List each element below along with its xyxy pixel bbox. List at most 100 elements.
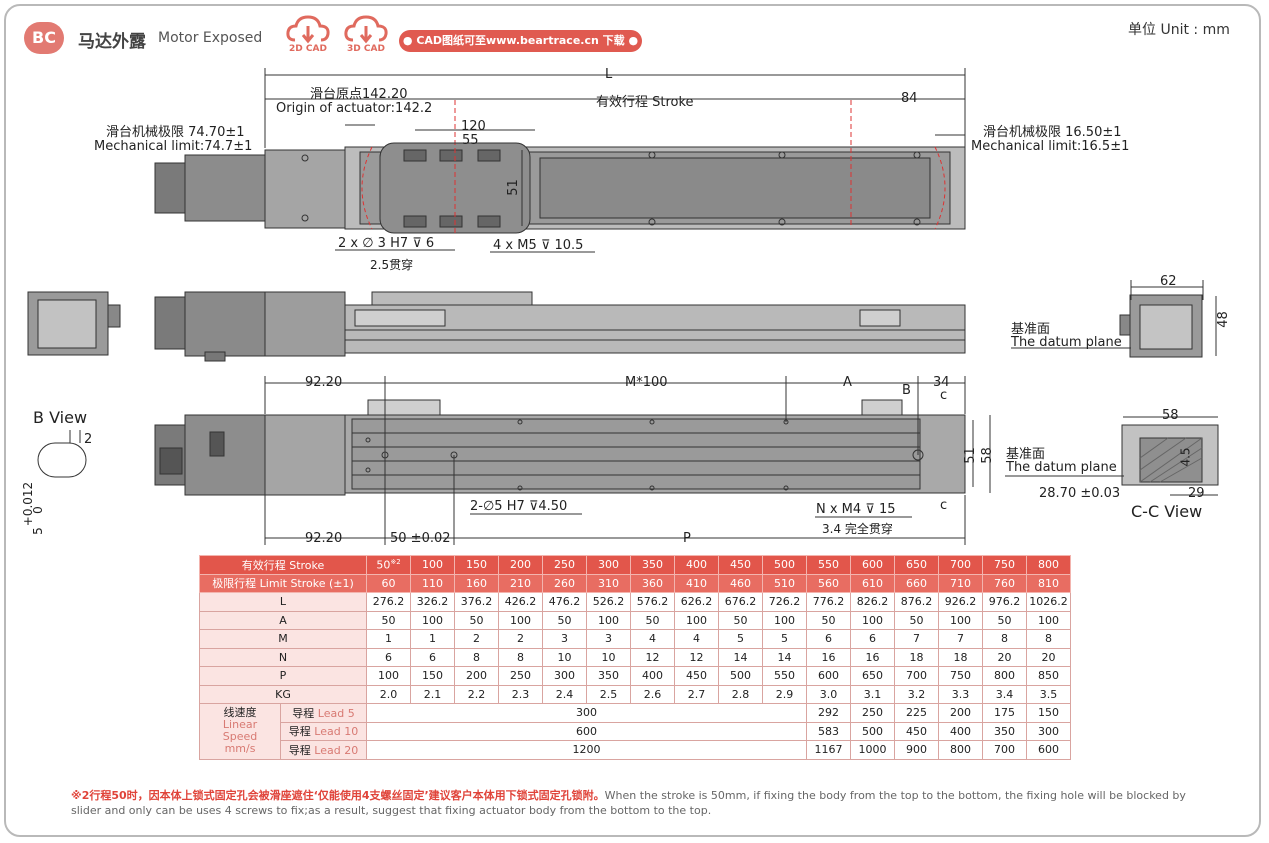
table-cell: 1 <box>410 629 455 649</box>
right-limit-en: Mechanical limit:16.5±1 <box>971 139 1130 154</box>
page-frame <box>4 4 1261 837</box>
table-cell: 50 <box>894 610 939 630</box>
table-cell: 850 <box>1026 666 1071 686</box>
table-cell: 3 <box>542 629 587 649</box>
table-cell: 376.2 <box>454 592 499 612</box>
table-cell: 626.2 <box>674 592 719 612</box>
speed-cell: 450 <box>894 721 939 741</box>
table-cell: 200 <box>454 666 499 686</box>
dim-62: 62 <box>1160 274 1177 289</box>
lead-en: Lead 5 <box>314 706 355 720</box>
limit-cell: 210 <box>498 573 543 593</box>
dim-P: P <box>683 531 691 546</box>
table-cell: 550 <box>762 666 807 686</box>
limit-cell: 60 <box>366 573 411 593</box>
stroke-cell: 50※2 <box>366 555 411 575</box>
table-cell: 50 <box>718 610 763 630</box>
speed-cell: 175 <box>982 703 1027 723</box>
footnote: ※2行程50时，因本体上锁式固定孔会被滑座遮住‘仅能使用4支螺丝固定’建议客户本… <box>71 788 1211 818</box>
table-cell: 4 <box>674 629 719 649</box>
row-header: N <box>199 647 367 667</box>
right-end-view-drawing <box>1119 294 1203 358</box>
table-cell: 100 <box>410 610 455 630</box>
limit-cell: 260 <box>542 573 587 593</box>
table-cell: 2.7 <box>674 684 719 704</box>
table-cell: 800 <box>982 666 1027 686</box>
stroke-cell: 100 <box>410 555 455 575</box>
table-cell: 100 <box>586 610 631 630</box>
speed-cn: 线速度 <box>223 706 257 720</box>
table-cell: 300 <box>542 666 587 686</box>
limit-cell: 810 <box>1026 573 1071 593</box>
speed-cell: 500 <box>850 721 895 741</box>
table-cell: 12 <box>674 647 719 667</box>
cad-3d-download[interactable]: 3D CAD <box>342 14 390 62</box>
table-cell: 10 <box>586 647 631 667</box>
table-cell: 12 <box>630 647 675 667</box>
table-cell: 650 <box>850 666 895 686</box>
stroke-note: ※2 <box>390 557 401 566</box>
side-view-drawing <box>154 291 966 362</box>
dim-9220-top: 92.20 <box>305 375 343 390</box>
row-header: M <box>199 629 367 649</box>
lead-label: 导程 Lead 10 <box>280 721 367 741</box>
cad-2d-download[interactable]: 2D CAD <box>284 14 332 62</box>
speed-cell: 350 <box>982 721 1027 741</box>
table-cell: 3.2 <box>894 684 939 704</box>
table-cell: 976.2 <box>982 592 1027 612</box>
table-cell: 5 <box>718 629 763 649</box>
table-cell: 3 <box>586 629 631 649</box>
dim-51-bottom: 51 <box>962 447 978 464</box>
table-cell: 326.2 <box>410 592 455 612</box>
b-view-tol: +0.012 <box>21 481 36 527</box>
table-cell: 826.2 <box>850 592 895 612</box>
origin-cn: 滑台原点142.20 <box>310 87 408 102</box>
stroke-cell: 750 <box>982 555 1027 575</box>
limit-cell: 160 <box>454 573 499 593</box>
table-cell: 7 <box>894 629 939 649</box>
lead-cn: 导程 <box>292 706 315 720</box>
stroke-cell: 250 <box>542 555 587 575</box>
table-cell: 20 <box>1026 647 1071 667</box>
table-cell: 2.3 <box>498 684 543 704</box>
table-cell: 1026.2 <box>1026 592 1071 612</box>
lead-en: Lead 10 <box>310 725 359 739</box>
hole-spec-4: N x M4 ⊽ 15 <box>816 502 896 517</box>
table-cell: 750 <box>938 666 983 686</box>
speed-cell: 400 <box>938 721 983 741</box>
speed-cell: 200 <box>938 703 983 723</box>
stroke-cell: 500 <box>762 555 807 575</box>
table-cell: 5 <box>762 629 807 649</box>
table-cell: 10 <box>542 647 587 667</box>
dim-48: 48 <box>1215 311 1231 328</box>
cc-datum-cn: 基准面 <box>1006 447 1046 462</box>
table-cell: 500 <box>718 666 763 686</box>
table-cell: 6 <box>806 629 851 649</box>
datum-en: The datum plane <box>1011 335 1122 350</box>
limit-cell: 660 <box>894 573 939 593</box>
cad-download-link[interactable]: ● CAD图纸可至www.beartrace.cn 下载 ● <box>399 30 642 52</box>
row-header: P <box>199 666 367 686</box>
hole-spec-1-sub: 2.5贯穿 <box>370 258 414 272</box>
dim-A: A <box>843 375 852 390</box>
limit-header: 极限行程 Limit Stroke (±1) <box>199 573 367 593</box>
speed-cell: 900 <box>894 740 939 760</box>
limit-cell: 760 <box>982 573 1027 593</box>
dim-34: 34 <box>933 375 950 390</box>
table-cell: 276.2 <box>366 592 411 612</box>
speed-cell: 600 <box>1026 740 1071 760</box>
hole-spec-1: 2 x ∅ 3 H7 ⊽ 6 <box>338 236 435 251</box>
limit-cell: 410 <box>674 573 719 593</box>
table-cell: 2.2 <box>454 684 499 704</box>
table-cell: 14 <box>718 647 763 667</box>
table-cell: 3.5 <box>1026 684 1071 704</box>
title-en: Motor Exposed <box>158 30 263 46</box>
table-cell: 2.0 <box>366 684 411 704</box>
left-limit-cn: 滑台机械极限 74.70±1 <box>106 125 245 140</box>
